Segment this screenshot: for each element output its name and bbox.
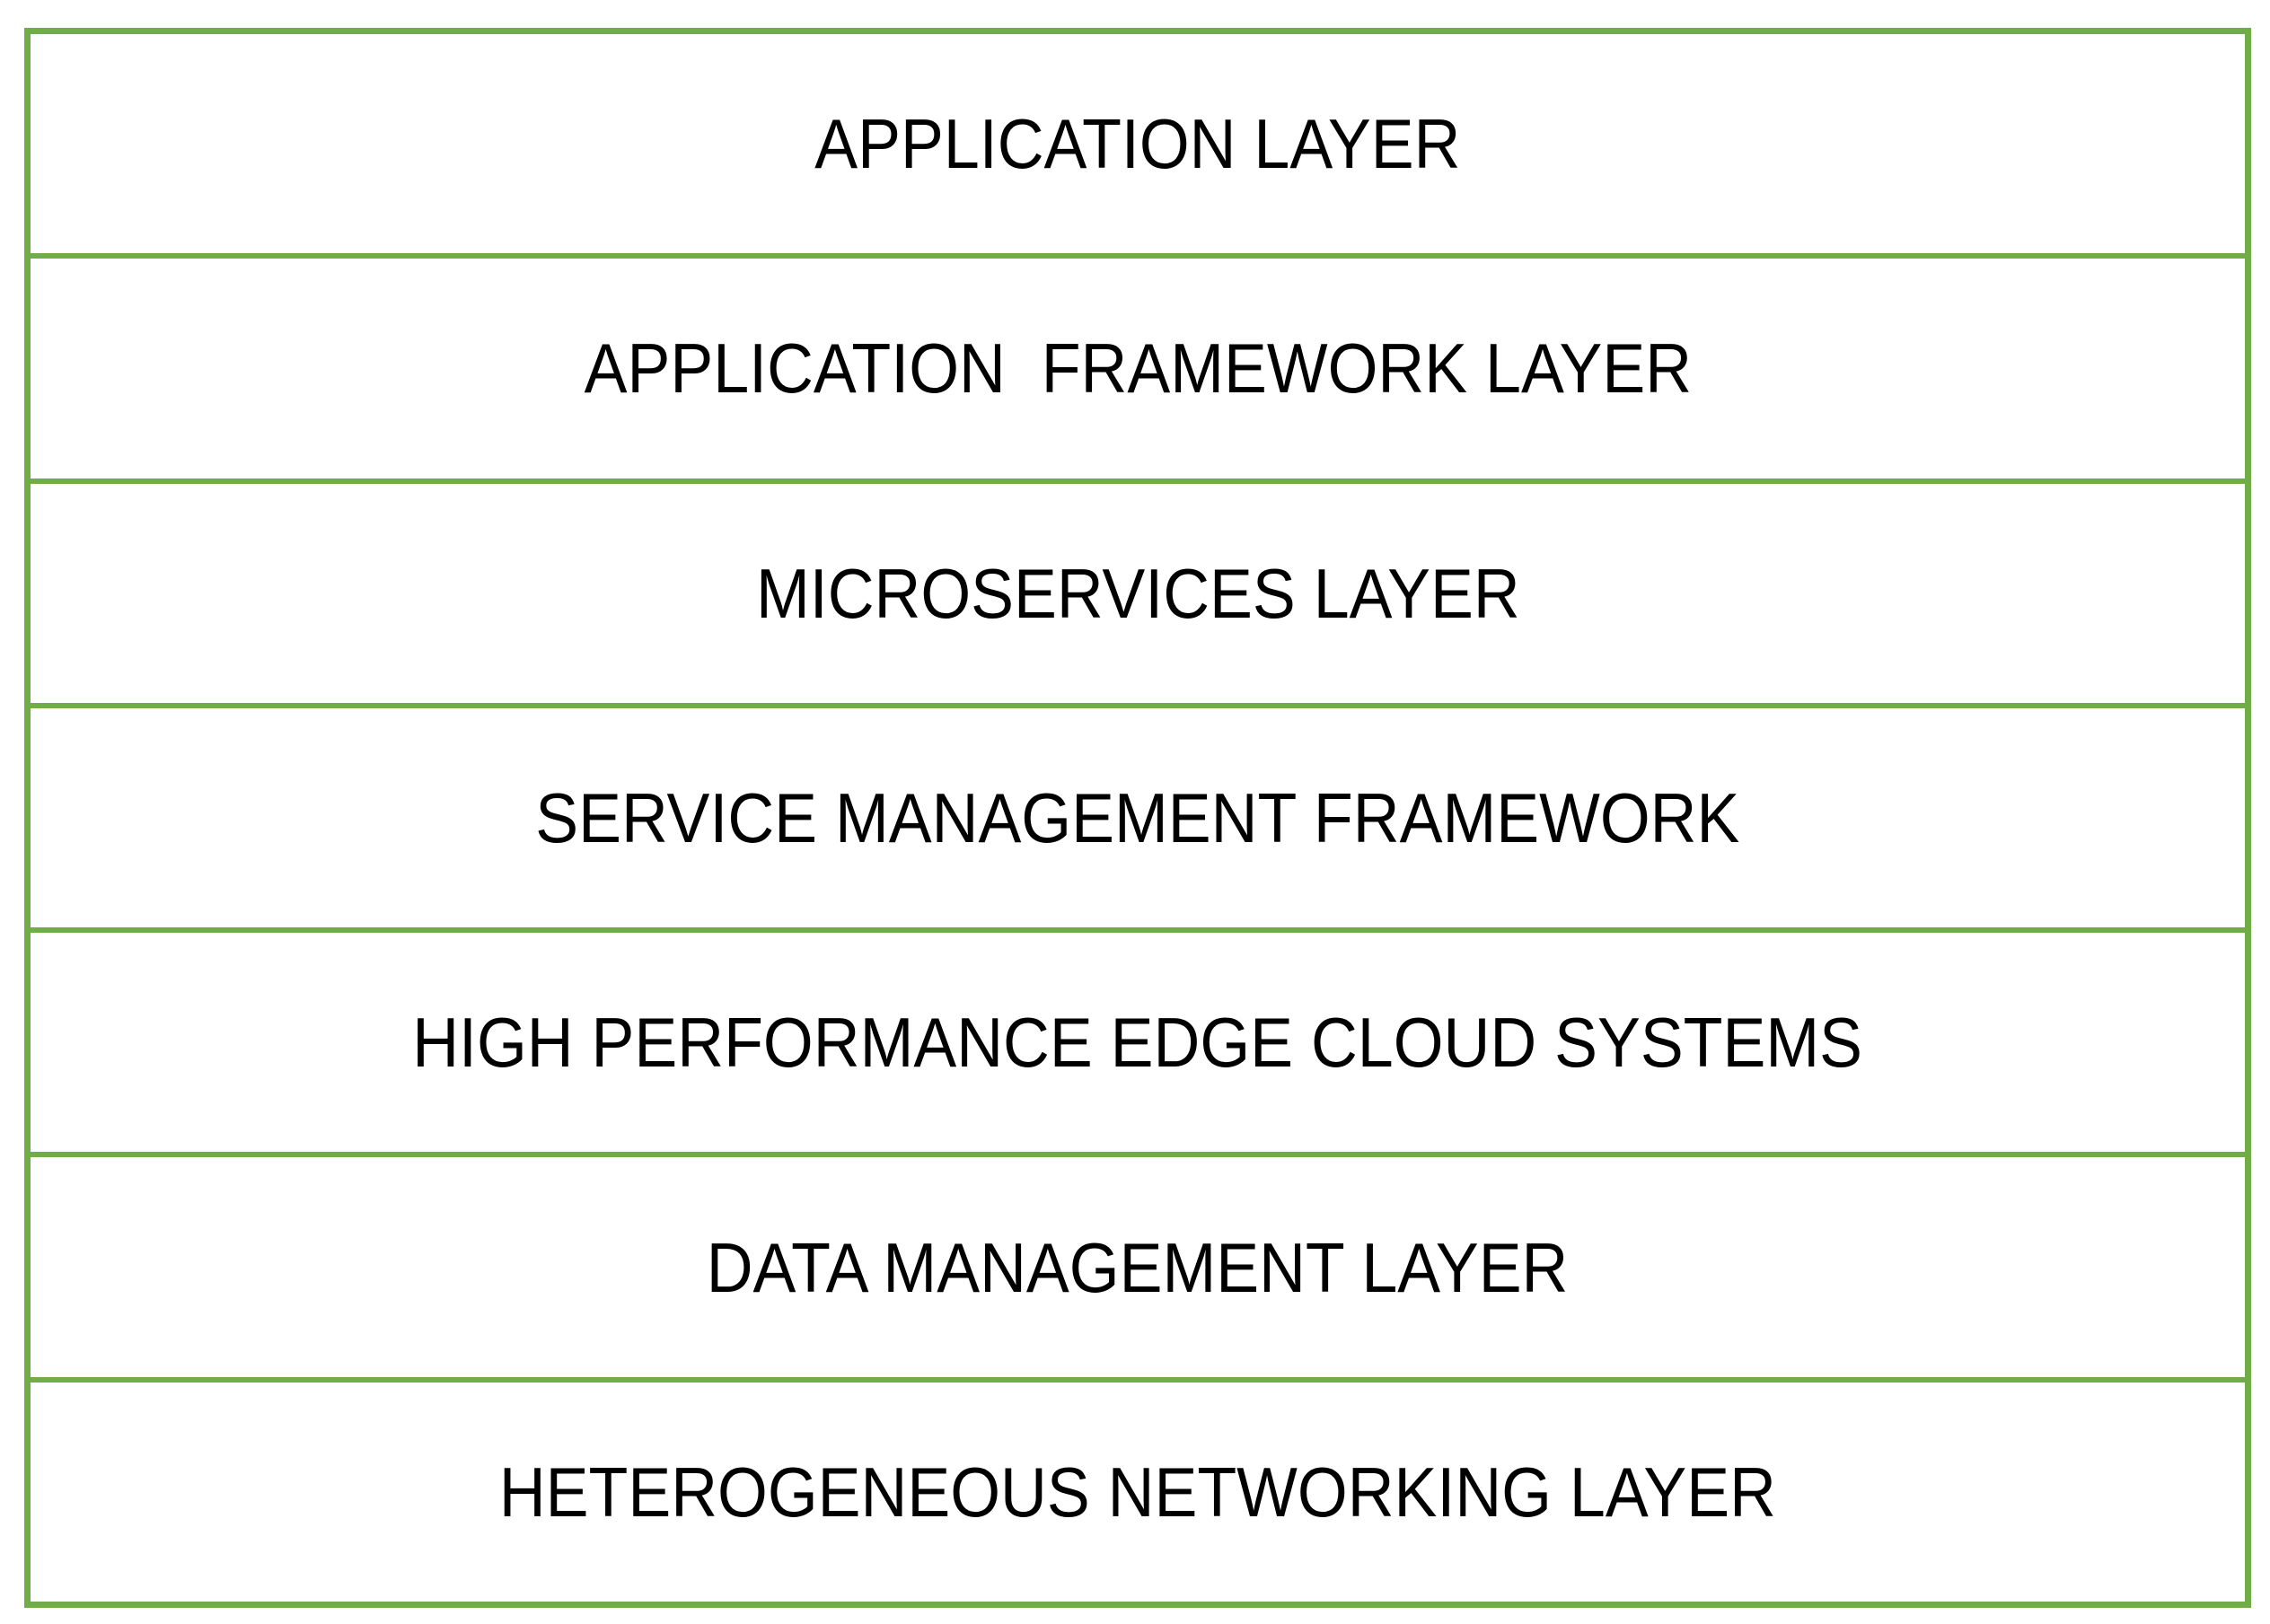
layer-label-edge-cloud: HIGH PERFORMANCE EDGE CLOUD SYSTEMS [412,1003,1863,1083]
layer-row-application-framework: APPLICATION FRAMEWORK LAYER [31,259,2245,484]
layer-row-data-management: DATA MANAGEMENT LAYER [31,1157,2245,1383]
layer-row-microservices: MICROSERVICES LAYER [31,484,2245,708]
layer-label-data-management: DATA MANAGEMENT LAYER [707,1227,1569,1307]
layer-label-heterogeneous-networking: HETEROGENEOUS NETWORKING LAYER [498,1452,1777,1532]
layer-row-service-management: SERVICE MANAGEMENT FRAMEWORK [31,708,2245,934]
layer-row-application: APPLICATION LAYER [31,34,2245,259]
layer-label-application: APPLICATION LAYER [814,104,1461,184]
layer-stack-diagram: APPLICATION LAYER APPLICATION FRAMEWORK … [24,28,2251,1608]
layer-row-heterogeneous-networking: HETEROGENEOUS NETWORKING LAYER [31,1383,2245,1602]
layer-row-edge-cloud: HIGH PERFORMANCE EDGE CLOUD SYSTEMS [31,933,2245,1158]
layer-label-microservices: MICROSERVICES LAYER [755,553,1520,633]
layer-label-service-management: SERVICE MANAGEMENT FRAMEWORK [535,777,1740,857]
layer-label-application-framework: APPLICATION FRAMEWORK LAYER [584,329,1692,408]
